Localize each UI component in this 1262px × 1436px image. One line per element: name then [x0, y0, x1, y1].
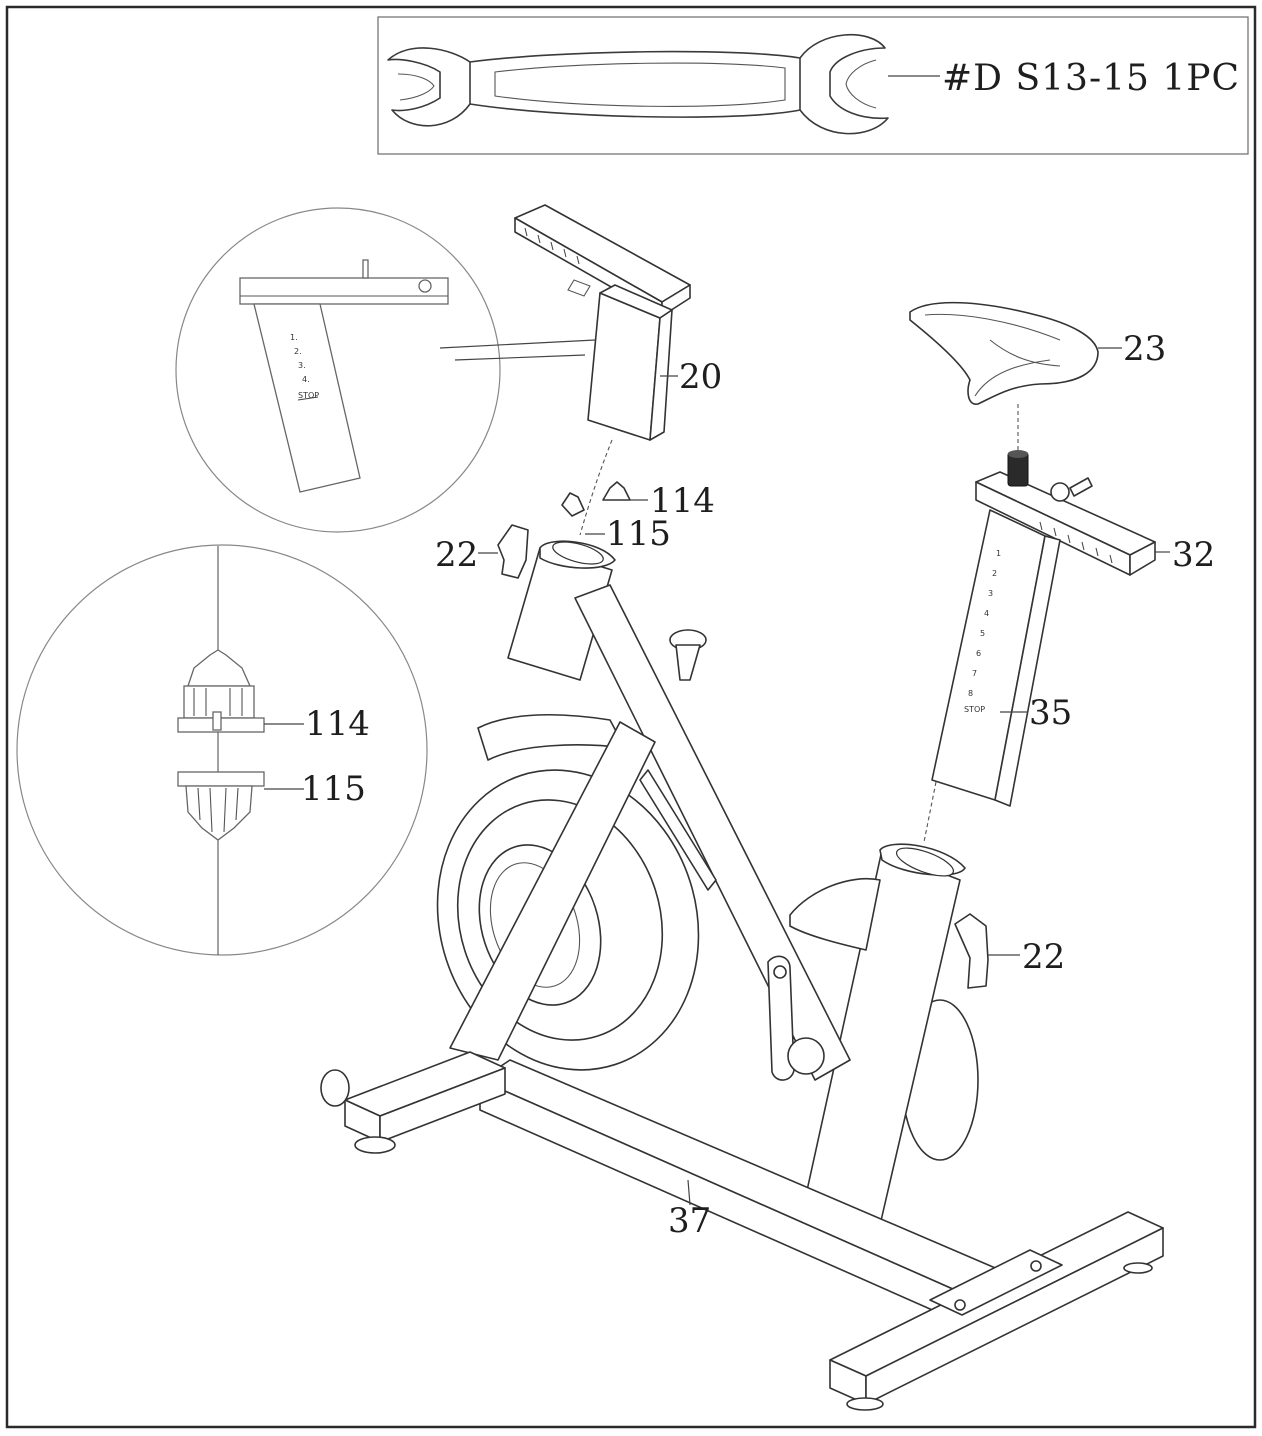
svg-text:1: 1	[996, 549, 1001, 558]
part-115-label: 115	[606, 514, 671, 554]
svg-text:5: 5	[980, 629, 985, 638]
knob-114	[602, 481, 631, 501]
handlebar-post-detail-circle: 1. 2. 3. 4. STOP	[175, 207, 596, 533]
wrench-icon	[387, 33, 889, 135]
handlebar-part-20	[514, 204, 691, 441]
part-23-label: 23	[1123, 329, 1166, 369]
svg-text:2: 2	[992, 569, 997, 578]
seat-post-scale: 1 2 3 4 5 6 7 8 STOP	[964, 549, 1001, 714]
part-37-label: 37	[668, 1201, 711, 1241]
knob-114-detail	[177, 649, 265, 733]
knob-115	[561, 492, 585, 517]
part-22-left-label: 22	[435, 535, 478, 575]
svg-text:3: 3	[988, 589, 993, 598]
handlebar-scale-ticks	[524, 227, 580, 265]
lever-part-22-left	[497, 524, 529, 579]
bike-frame-part-37	[320, 540, 1164, 1411]
seat-slider-part-32	[975, 450, 1156, 576]
seat-slider-ticks	[1039, 521, 1113, 564]
knob-114-detail-label: 114	[305, 704, 370, 744]
handlebar-alignment-line	[579, 439, 613, 536]
svg-text:3.: 3.	[298, 361, 306, 370]
seatpost-alignment-line	[923, 781, 937, 843]
svg-text:STOP: STOP	[298, 391, 319, 400]
part-114-label: 114	[650, 481, 715, 521]
svg-text:8: 8	[968, 689, 973, 698]
svg-text:7: 7	[972, 669, 977, 678]
knob-115-detail-label: 115	[301, 769, 366, 809]
seat-part-23	[909, 301, 1099, 405]
part-32-label: 32	[1172, 535, 1215, 575]
tool-label: #D S13-15 1PC	[942, 58, 1240, 99]
svg-text:1.: 1.	[290, 333, 298, 342]
tool-box: #D S13-15 1PC	[377, 16, 1249, 155]
tool-box-frame	[377, 16, 1249, 155]
lever-part-22-right	[954, 913, 989, 989]
part-20-label: 20	[679, 357, 722, 397]
knob-115-detail	[177, 771, 265, 841]
knob-detail-circle: 114 115	[16, 544, 428, 956]
svg-text:4: 4	[984, 609, 989, 618]
svg-text:2.: 2.	[294, 347, 302, 356]
page-border	[5, 5, 1257, 1429]
svg-text:6: 6	[976, 649, 981, 658]
handlebar-height-scale: 1. 2. 3. 4. STOP	[290, 333, 319, 401]
svg-text:4.: 4.	[302, 375, 310, 384]
svg-text:STOP: STOP	[964, 705, 985, 714]
part-35-label: 35	[1029, 693, 1072, 733]
seat-post-part-35: 1 2 3 4 5 6 7 8 STOP	[931, 509, 1061, 807]
part-22-right-label: 22	[1022, 937, 1065, 977]
